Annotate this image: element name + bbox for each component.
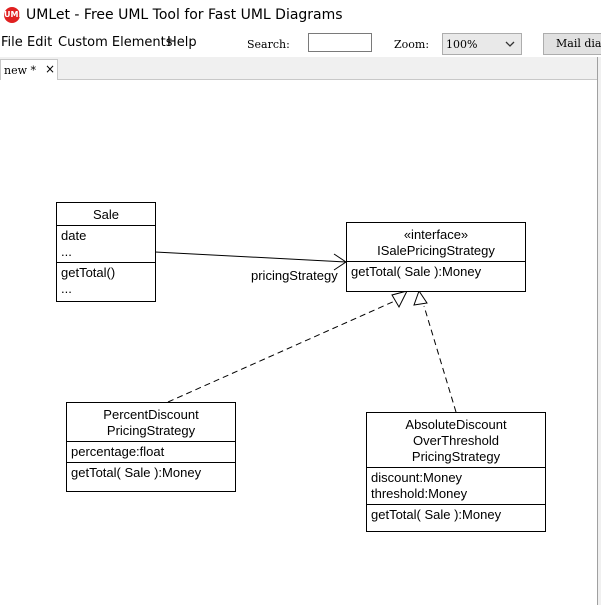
zoom-label: Zoom: xyxy=(394,38,430,51)
class-absolute-attributes: discount:Money threshold:Money xyxy=(367,467,545,504)
diagram-canvas[interactable]: pricingStrategy Sale date ... getTotal()… xyxy=(0,80,597,605)
operation: ... xyxy=(61,281,72,296)
attribute: threshold:Money xyxy=(371,486,468,501)
class-sale[interactable]: Sale date ... getTotal() ... xyxy=(56,202,156,302)
operation: getTotal( Sale ):Money xyxy=(71,465,202,480)
class-absolute-header: AbsoluteDiscount OverThreshold PricingSt… xyxy=(367,413,545,467)
class-absolute-operations: getTotal( Sale ):Money xyxy=(367,504,545,525)
realization-arrowhead-absolute xyxy=(413,289,428,306)
class-name-line: PricingStrategy xyxy=(411,449,501,464)
class-name-line: PercentDiscount xyxy=(103,407,199,422)
menu-custom-elements[interactable]: Custom Elements xyxy=(58,35,173,50)
zoom-select[interactable]: 100% xyxy=(442,33,522,55)
menu-help[interactable]: Help xyxy=(167,35,197,50)
class-sale-name: Sale xyxy=(92,207,120,222)
class-name-line: PricingStrategy xyxy=(106,423,196,438)
realization-line-absolute xyxy=(423,305,457,413)
side-panel[interactable] xyxy=(597,57,601,605)
menu-bar: File Edit Custom Elements Help Search: Z… xyxy=(0,32,601,56)
association-line xyxy=(154,251,347,263)
interface-stereotype: «interface» xyxy=(403,227,469,242)
class-percent-discount[interactable]: PercentDiscount PricingStrategy percenta… xyxy=(66,402,236,492)
relations-layer xyxy=(154,251,457,413)
search-label: Search: xyxy=(247,38,290,51)
operation: getTotal( Sale ):Money xyxy=(371,507,502,522)
interface-isalepricingstrategy[interactable]: «interface» ISalePricingStrategy getTota… xyxy=(346,222,526,292)
class-absolute-discount[interactable]: AbsoluteDiscount OverThreshold PricingSt… xyxy=(366,412,546,532)
class-sale-operations: getTotal() ... xyxy=(57,262,155,299)
attribute: ... xyxy=(61,244,72,259)
interface-header: «interface» ISalePricingStrategy xyxy=(347,223,525,261)
operation: getTotal() xyxy=(61,265,116,280)
realization-line-percent xyxy=(167,299,398,403)
search-input[interactable] xyxy=(308,33,372,52)
umlet-app-icon[interactable]: UML xyxy=(4,7,24,23)
operation: getTotal( Sale ):Money xyxy=(351,264,482,279)
tab-bar: new * × xyxy=(0,57,598,80)
tab-new[interactable]: new * × xyxy=(0,59,58,80)
title-bar: UML UMLet - Free UML Tool for Fast UML D… xyxy=(0,0,601,32)
window-title: UMLet - Free UML Tool for Fast UML Diagr… xyxy=(26,7,343,23)
interface-name: ISalePricingStrategy xyxy=(377,243,495,258)
close-icon[interactable]: × xyxy=(45,62,56,76)
attribute: percentage:float xyxy=(71,444,165,459)
attribute: date xyxy=(61,228,87,243)
zoom-value: 100% xyxy=(446,38,478,51)
class-percent-attributes: percentage:float xyxy=(67,441,235,462)
menu-edit[interactable]: Edit xyxy=(27,35,53,50)
class-name-line: OverThreshold xyxy=(413,433,499,448)
tab-label: new * xyxy=(4,64,37,77)
class-percent-header: PercentDiscount PricingStrategy xyxy=(67,403,235,441)
class-percent-operations: getTotal( Sale ):Money xyxy=(67,462,235,483)
class-name-line: AbsoluteDiscount xyxy=(405,417,507,432)
realization-arrowhead-percent xyxy=(391,290,408,309)
interface-operations: getTotal( Sale ):Money xyxy=(347,261,525,282)
association-role-label: pricingStrategy xyxy=(251,268,338,283)
menu-file[interactable]: File xyxy=(1,35,23,50)
class-sale-attributes: date ... xyxy=(57,225,155,262)
mail-diagram-button[interactable]: Mail diagram xyxy=(543,33,601,55)
attribute: discount:Money xyxy=(371,470,463,485)
chevron-down-icon xyxy=(505,41,515,47)
